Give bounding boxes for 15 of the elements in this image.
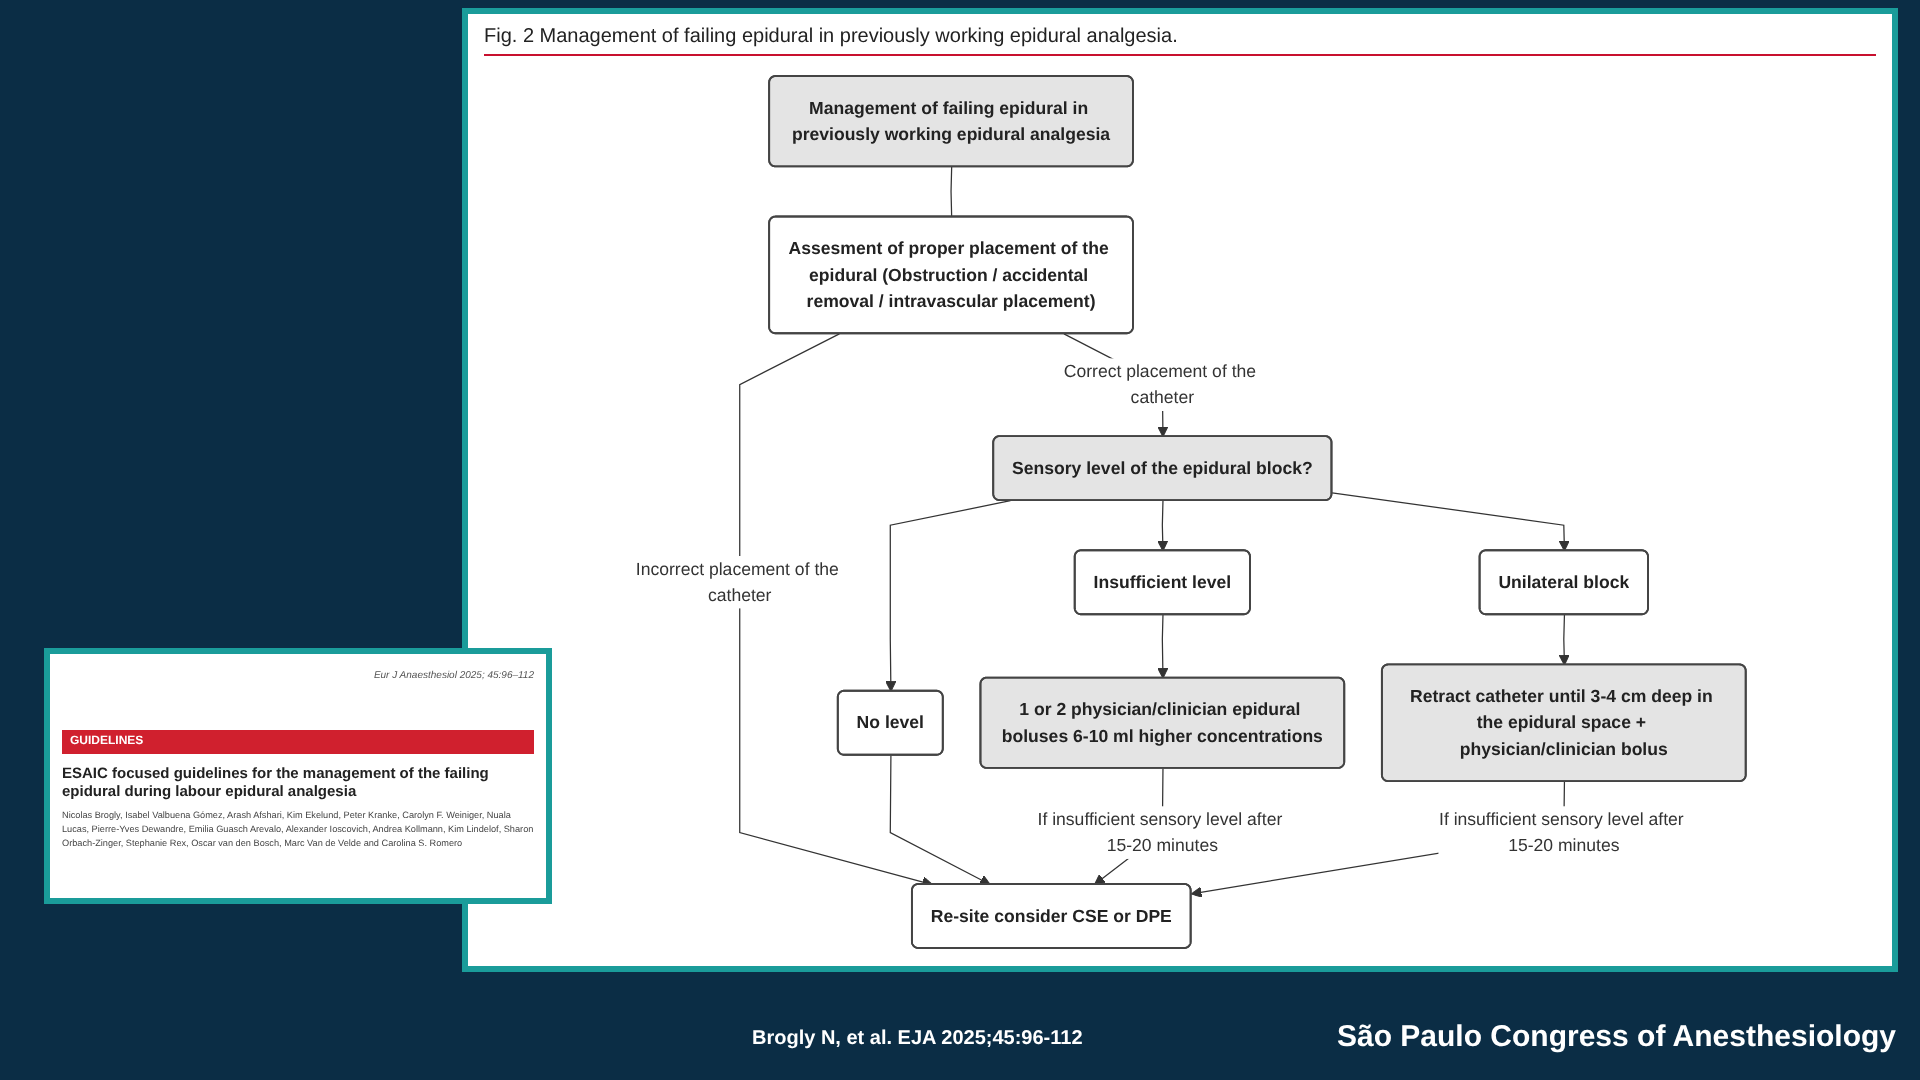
edge-label: If insufficient sensory level after 15-20 minutes (1439, 808, 1684, 856)
arrow (1558, 614, 1570, 666)
figure-title: Fig. 2 Management of failing epidural in previously working epidural analgesia. (484, 26, 1876, 56)
arrow (739, 333, 933, 888)
reference-text: Brogly N, et al. EJA 2025;45:96-112 (752, 1028, 1083, 1050)
arrow (1157, 614, 1169, 679)
edge-label: If insufficient sensory level after 15-20 minutes (1037, 808, 1283, 856)
arrow (1331, 492, 1570, 552)
connector (950, 166, 953, 218)
edge-label: Incorrect placement of the catheter (635, 558, 839, 605)
conference-name: São Paulo Congress of Anesthesiology (1337, 1020, 1896, 1054)
edge-label: Correct placement of the catheter (1063, 360, 1257, 408)
arrow (885, 500, 1012, 692)
arrow (889, 754, 991, 886)
arrow (1157, 500, 1169, 552)
